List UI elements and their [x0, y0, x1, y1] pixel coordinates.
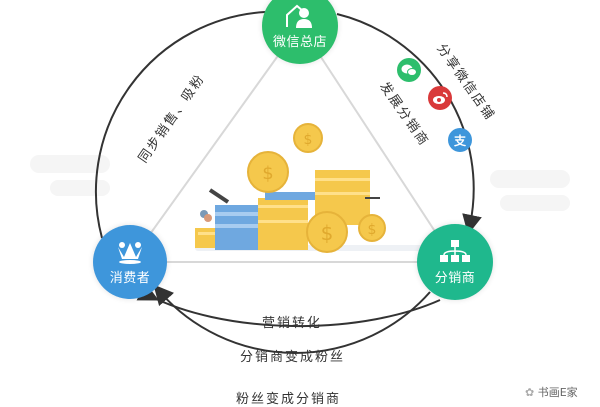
node-label: 微信总店	[272, 34, 327, 50]
edge-label-bottom-middle: 分销商变成粉丝	[240, 350, 346, 365]
node-distributor[interactable]: 分销商	[417, 224, 493, 300]
svg-text:$: $	[321, 221, 334, 245]
org-tree-icon	[440, 239, 470, 262]
node-label: 消费者	[109, 270, 151, 286]
node-consumer[interactable]: 消费者	[93, 225, 167, 299]
coins-illustration: $ $ $ $	[195, 123, 445, 253]
svg-text:$: $	[304, 132, 313, 148]
node-label: 分销商	[434, 270, 476, 286]
user-home-icon	[286, 4, 312, 28]
people-cheering-icon	[118, 241, 142, 264]
wechat-icon[interactable]	[397, 58, 421, 82]
watermark-logo-icon: ✿	[525, 386, 538, 399]
svg-text:$: $	[262, 163, 273, 184]
alipay-icon[interactable]: 支	[448, 128, 472, 152]
watermark: ✿ 书画E家	[525, 386, 578, 399]
svg-text:$: $	[368, 222, 377, 238]
weibo-icon[interactable]	[428, 86, 452, 110]
edge-label-bottom-inner: 营销转化	[262, 316, 323, 331]
node-weixin-store[interactable]: 微信总店	[262, 0, 338, 64]
edge-label-bottom-outer: 粉丝变成分销商	[236, 392, 342, 407]
